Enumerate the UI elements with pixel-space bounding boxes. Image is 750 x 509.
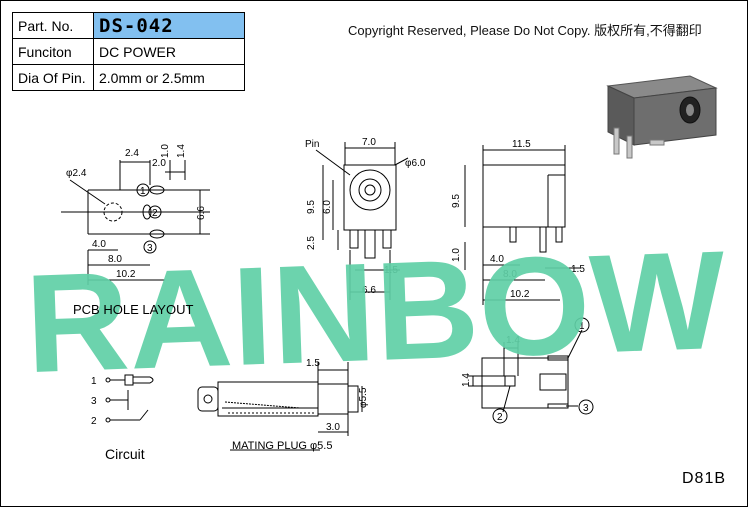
svg-text:9.5: 9.5 xyxy=(306,200,317,214)
svg-text:1: 1 xyxy=(140,186,146,197)
function-row: Funciton DC POWER xyxy=(12,38,245,65)
svg-text:1.4: 1.4 xyxy=(461,373,472,387)
svg-text:3: 3 xyxy=(147,243,153,254)
circuit-caption: Circuit xyxy=(105,446,145,462)
svg-text:6.6: 6.6 xyxy=(196,206,207,220)
svg-text:7.0: 7.0 xyxy=(362,137,376,148)
mating-plug-caption: MATING PLUG φ5.5 xyxy=(232,440,333,452)
svg-text:φ5.5: φ5.5 xyxy=(358,387,369,408)
svg-text:6.0: 6.0 xyxy=(322,200,333,214)
svg-text:1.0: 1.0 xyxy=(160,144,171,158)
svg-text:1.5: 1.5 xyxy=(571,264,585,275)
product-photo xyxy=(606,75,718,159)
svg-text:1: 1 xyxy=(579,321,585,332)
svg-text:1.4: 1.4 xyxy=(506,335,520,346)
svg-text:6.6: 6.6 xyxy=(362,285,376,296)
drawing-code: D81B xyxy=(682,470,727,487)
svg-text:11.5: 11.5 xyxy=(512,139,531,150)
svg-text:2: 2 xyxy=(152,208,158,219)
svg-text:8.0: 8.0 xyxy=(503,269,517,280)
svg-text:2.5: 2.5 xyxy=(306,236,317,250)
svg-text:φ6.0: φ6.0 xyxy=(405,158,426,169)
svg-text:1.5: 1.5 xyxy=(384,265,398,276)
pin-row: Dia Of Pin. 2.0mm or 2.5mm xyxy=(12,64,245,91)
front-view-drawing: Pin 7.0 φ6.0 9.5 6.0 2.5 1.5 6.6 xyxy=(305,137,426,300)
svg-text:9.5: 9.5 xyxy=(451,194,462,208)
svg-text:Pin: Pin xyxy=(305,139,319,150)
svg-text:3: 3 xyxy=(91,396,97,407)
svg-text:3.0: 3.0 xyxy=(326,422,340,433)
svg-text:10.2: 10.2 xyxy=(116,269,136,280)
watermark-text: RAINBOW xyxy=(23,221,728,402)
svg-text:1.0: 1.0 xyxy=(451,248,462,262)
svg-text:1: 1 xyxy=(91,376,97,387)
svg-text:φ2.4: φ2.4 xyxy=(66,168,87,179)
svg-text:2.4: 2.4 xyxy=(125,148,139,159)
copyright-notice: Copyright Reserved, Please Do Not Copy. … xyxy=(348,23,702,38)
svg-text:2.0: 2.0 xyxy=(152,158,166,169)
mating-plug-drawing: 1.5 φ5.5 3.0 xyxy=(197,358,369,451)
side-view-drawing: 11.5 9.5 1.0 4.0 8.0 10.2 1.5 xyxy=(451,139,585,305)
bottom-view-drawing: 1.4 1.4 1 2 3 xyxy=(461,317,594,424)
svg-text:8.0: 8.0 xyxy=(108,254,122,265)
pin-value: 2.0mm or 2.5mm xyxy=(93,64,245,91)
svg-text:4.0: 4.0 xyxy=(92,239,106,250)
pcb-layout-drawing: 2.4 2.0 1.0 1.4 φ2.4 6.6 4.0 8.0 10.2 1 … xyxy=(61,144,210,285)
svg-text:2: 2 xyxy=(91,416,97,427)
svg-text:2: 2 xyxy=(497,412,503,423)
svg-text:3: 3 xyxy=(583,403,589,414)
svg-text:4.0: 4.0 xyxy=(490,254,504,265)
svg-text:10.2: 10.2 xyxy=(510,289,530,300)
circuit-drawing: 1 3 2 xyxy=(91,374,154,427)
pcb-layout-caption: PCB HOLE LAYOUT xyxy=(73,302,194,317)
info-table: Part. No. DS-042 Funciton DC POWER Dia O… xyxy=(12,12,245,91)
function-label: Funciton xyxy=(12,38,94,65)
svg-text:1.5: 1.5 xyxy=(306,358,320,369)
svg-text:1.4: 1.4 xyxy=(176,144,187,158)
